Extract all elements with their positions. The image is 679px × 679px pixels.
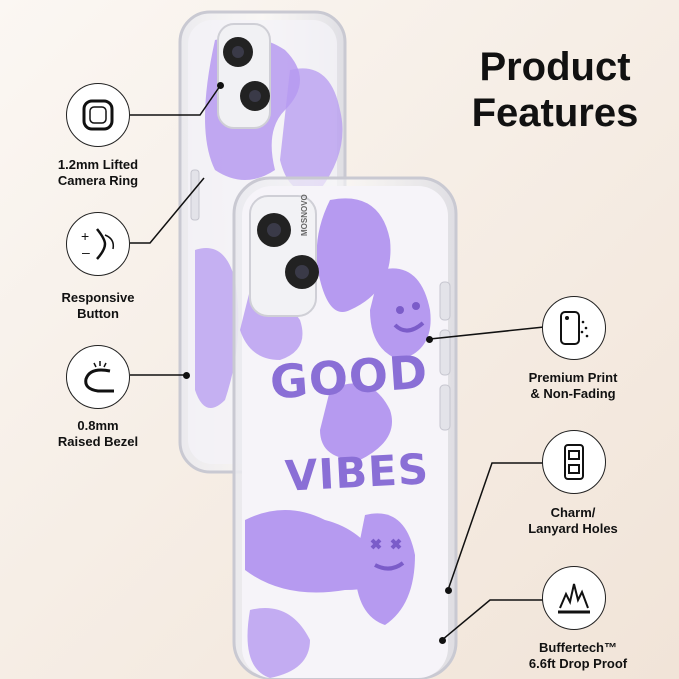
leader-dot — [439, 637, 446, 644]
svg-text:+: + — [81, 228, 89, 244]
feature-raised-bezel: 0.8mm Raised Bezel — [57, 418, 139, 449]
feature-responsive-button: Responsive Button — [61, 290, 135, 321]
bezel-icon — [66, 345, 130, 409]
shock-icon — [542, 566, 606, 630]
leader-dot — [217, 82, 224, 89]
feature-lanyard-holes: Charm/ Lanyard Holes — [528, 505, 618, 536]
title-line-2: Features — [471, 91, 639, 135]
button-icon: +– — [66, 212, 130, 276]
lanyard-hole-icon — [542, 430, 606, 494]
title-line-1: Product — [479, 45, 631, 89]
feature-premium-print: Premium Print & Non-Fading — [528, 370, 618, 401]
svg-text:–: – — [82, 244, 90, 260]
front-phone — [232, 176, 458, 679]
leader-dot — [445, 587, 452, 594]
feature-drop-proof: Buffertech™ 6.6ft Drop Proof — [528, 640, 628, 671]
leader-dot — [183, 372, 190, 379]
leader-dot — [426, 336, 433, 343]
page-title: Product Features — [455, 44, 655, 136]
feature-camera-ring: 1.2mm Lifted Camera Ring — [57, 157, 139, 188]
print-icon — [542, 296, 606, 360]
camera-ring-icon — [66, 83, 130, 147]
